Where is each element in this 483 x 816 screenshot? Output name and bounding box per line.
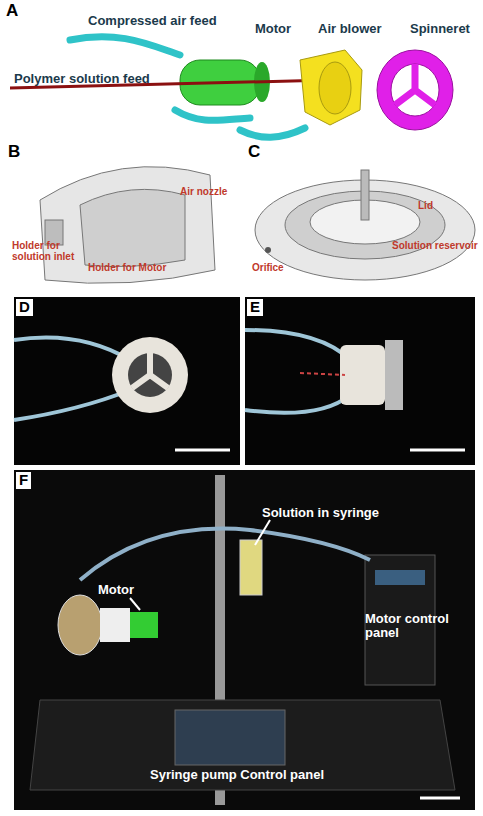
part-label: Solution in syringe	[262, 506, 379, 520]
motor-control-display	[375, 570, 425, 585]
air-tube	[70, 37, 180, 55]
panel-letter: E	[247, 299, 263, 316]
spinneret-hole	[391, 64, 439, 116]
panel-letter: F	[16, 472, 31, 489]
spinneret	[377, 50, 453, 130]
feed-needle	[300, 373, 345, 375]
scale-bar	[175, 449, 230, 452]
part-label: Air blower	[318, 22, 382, 36]
spinneret-photo-hole	[128, 353, 172, 397]
panel-letter: C	[248, 143, 260, 162]
motor-leader	[130, 598, 140, 610]
spinneret-side-photo	[385, 340, 403, 410]
panel-letter: B	[8, 143, 20, 162]
orifice-dot	[265, 247, 271, 253]
motor-holder-cad	[80, 189, 185, 266]
air-blower	[300, 50, 362, 125]
part-label: Spinneret	[410, 22, 470, 36]
panel-letter: A	[6, 2, 18, 21]
part-label: Syringe pump Control panel	[150, 768, 324, 782]
shaft-cad	[361, 170, 369, 220]
photo-d	[14, 297, 240, 465]
syringe	[240, 540, 262, 595]
part-label: Orifice	[252, 262, 284, 273]
syringe-pump	[30, 700, 455, 790]
part-label: Lid	[418, 200, 433, 211]
part-label: Holder for Motor	[88, 262, 166, 273]
scale-bar	[420, 797, 460, 800]
photo-e	[245, 297, 475, 465]
part-label: Compressed air feed	[88, 14, 217, 28]
part-label: Motor	[255, 22, 291, 36]
blower-cad	[40, 167, 215, 284]
part-label: Holder for solution inlet	[12, 240, 82, 262]
part-label: Solution reservoir	[392, 240, 478, 251]
panel-letter: D	[16, 299, 33, 316]
blower-photo	[340, 345, 385, 405]
scale-bar	[410, 449, 465, 452]
photo-f	[14, 470, 475, 810]
blower-photo	[100, 608, 130, 642]
part-label: Motor	[98, 583, 134, 597]
spinneret-photo-spokes	[132, 353, 168, 388]
pump-screen	[175, 710, 285, 765]
tube-photo	[80, 529, 370, 580]
air-tube	[240, 128, 305, 137]
tube-photo	[245, 330, 350, 413]
spinneret-spokes	[395, 64, 435, 105]
air-blower-ring	[319, 62, 351, 114]
part-label: Motor control panel	[365, 612, 475, 641]
air-tube	[175, 110, 250, 120]
part-label: Polymer solution feed	[14, 72, 150, 86]
part-label: Air nozzle	[180, 186, 227, 197]
spinneret-photo	[58, 595, 102, 655]
spinneret-photo	[112, 337, 188, 413]
syringe-leader	[255, 520, 270, 545]
motor-photo	[130, 612, 158, 638]
